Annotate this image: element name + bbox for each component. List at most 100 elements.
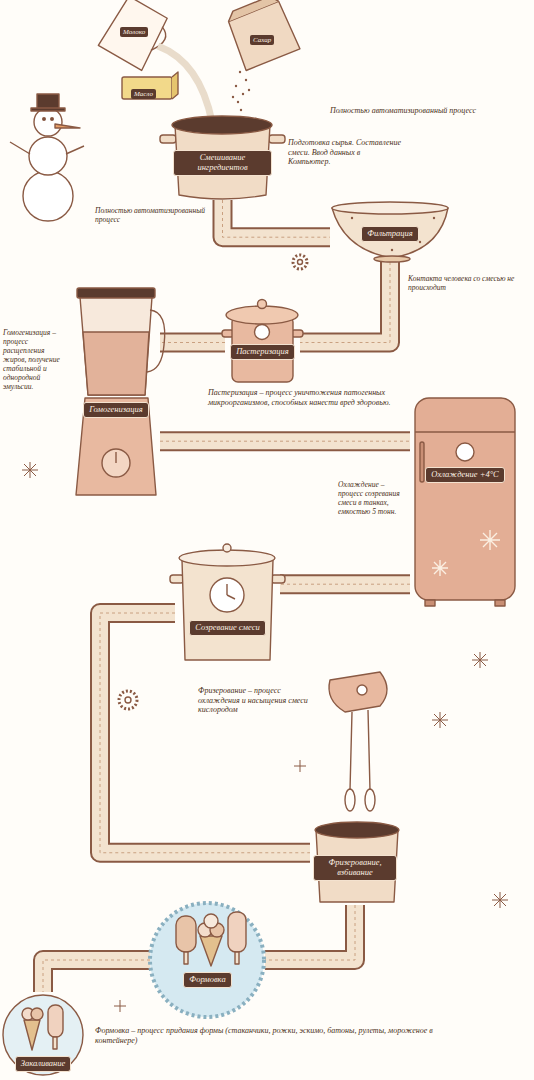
pipe-seam [43, 960, 150, 992]
label-holder: Пастеризация – процесс уничтожения патог… [208, 388, 408, 407]
pipe-seam [265, 905, 355, 960]
pipe-connector [265, 905, 355, 960]
snowflake-ornament [492, 892, 508, 908]
cooling-fridge [495, 600, 505, 606]
snowman [43, 118, 46, 121]
label-holder: Молоко [120, 20, 180, 38]
process-note: Гомогенизация – процесс расщепления жиро… [3, 328, 69, 391]
hardening-circle [24, 1020, 40, 1050]
process-station: Фризерование, взбивание [310, 810, 400, 905]
process-station: Формовка [150, 900, 265, 1020]
snowflake-ornament [472, 652, 488, 668]
gear-ornament [298, 260, 303, 265]
hand-mixer [329, 672, 387, 712]
label-holder: Контакта человека со смесью не происходи… [408, 274, 528, 292]
process-station: Фильтрация [330, 200, 450, 262]
pipe-seam [223, 200, 331, 237]
colander [391, 249, 393, 251]
freezer-pot [315, 822, 399, 838]
colander [433, 217, 435, 219]
sugar-grains [248, 89, 250, 91]
station-label: Охлаждение +4°C [425, 467, 504, 483]
pipe-body [160, 335, 225, 351]
sugar-grains [242, 93, 244, 95]
station-label: Закаливание [15, 1056, 72, 1072]
station-label: Формовка [183, 972, 231, 988]
snowflake-ornament [114, 1000, 126, 1012]
snowflake-ornament [22, 462, 38, 478]
cooling-fridge [432, 560, 448, 576]
butter-block [122, 72, 178, 99]
sugar-grains [239, 71, 241, 73]
forming-burst [150, 903, 264, 1017]
pipe-body [300, 262, 390, 343]
ingredient-label: Сахар [250, 35, 274, 45]
snowflake-ornament [22, 462, 508, 1012]
pipe-connector [300, 262, 390, 343]
label-holder: Формовка – процесс придания формы (стака… [95, 1026, 435, 1045]
label-holder: Полностью автоматизированный процесс [330, 106, 525, 116]
snowman [10, 94, 84, 221]
forming-burst [228, 912, 246, 952]
station-label: Смешивание ингредиентов [173, 150, 272, 176]
pipe-connector [223, 200, 331, 237]
ripening-pot [227, 584, 235, 599]
hardening-circle [48, 1005, 63, 1037]
cooling-fridge [415, 398, 515, 600]
process-note: Фризерование – процесс охлаждения и насы… [198, 686, 316, 715]
process-note: Контакта человека со смесью не происходи… [408, 274, 528, 292]
blender [115, 452, 116, 463]
snowman [34, 108, 62, 136]
mixing-pot [172, 116, 272, 134]
process-note: Формовка – процесс придания формы (стака… [95, 1026, 435, 1045]
cooling-fridge [480, 530, 500, 550]
snowman [23, 171, 73, 221]
snowman [55, 124, 80, 128]
ripening-pot [182, 560, 273, 660]
cooling-fridge [420, 442, 424, 482]
pipe-outline [43, 960, 150, 992]
snowman [29, 137, 67, 175]
ripening-pot [210, 578, 244, 612]
pipe-outline [223, 200, 331, 237]
process-note: Охлаждение – процесс созревания смеси в … [338, 480, 406, 516]
snowman [10, 142, 84, 154]
pipe-outline [265, 905, 355, 960]
pipe-connector [160, 342, 225, 343]
label-holder: Сахар [250, 28, 300, 46]
snowman [51, 118, 54, 121]
station-label: Фильтрация [361, 226, 419, 242]
mixing-pot [269, 135, 285, 143]
hand-mixer [357, 685, 367, 695]
hand-mixer [350, 710, 370, 790]
gear-ornament [125, 697, 131, 703]
label-holder: Масло [131, 82, 171, 100]
mixing-pot [160, 116, 285, 199]
colander [351, 217, 435, 251]
pipe-body [43, 960, 150, 992]
label-holder: Полностью автоматизированный процесс [95, 206, 207, 224]
pipe-seam [300, 262, 390, 343]
process-station: Созревание смеси [175, 535, 280, 665]
colander [351, 217, 353, 219]
pipe-body [265, 905, 355, 960]
snowflake-ornament [432, 712, 448, 728]
process-note: Полностью автоматизированный процесс [330, 106, 525, 116]
blender [77, 288, 155, 298]
snowman [31, 108, 65, 111]
label-holder: Фризерование – процесс охлаждения и насы… [198, 686, 316, 715]
pasteurizer-pot [255, 325, 270, 340]
process-note: Подготовка сырья. Составление смеси. Вво… [288, 138, 403, 167]
ingredient-label: Масло [131, 89, 156, 99]
gear-ornament [293, 255, 307, 269]
forming-burst [200, 936, 222, 966]
pipe-connector [160, 441, 410, 442]
gear-ornament [119, 691, 137, 709]
butter-block [122, 77, 172, 99]
blender [76, 398, 156, 495]
pipe-outline [280, 574, 410, 594]
sugar-grains [235, 85, 237, 87]
gear-ornament [119, 255, 307, 709]
